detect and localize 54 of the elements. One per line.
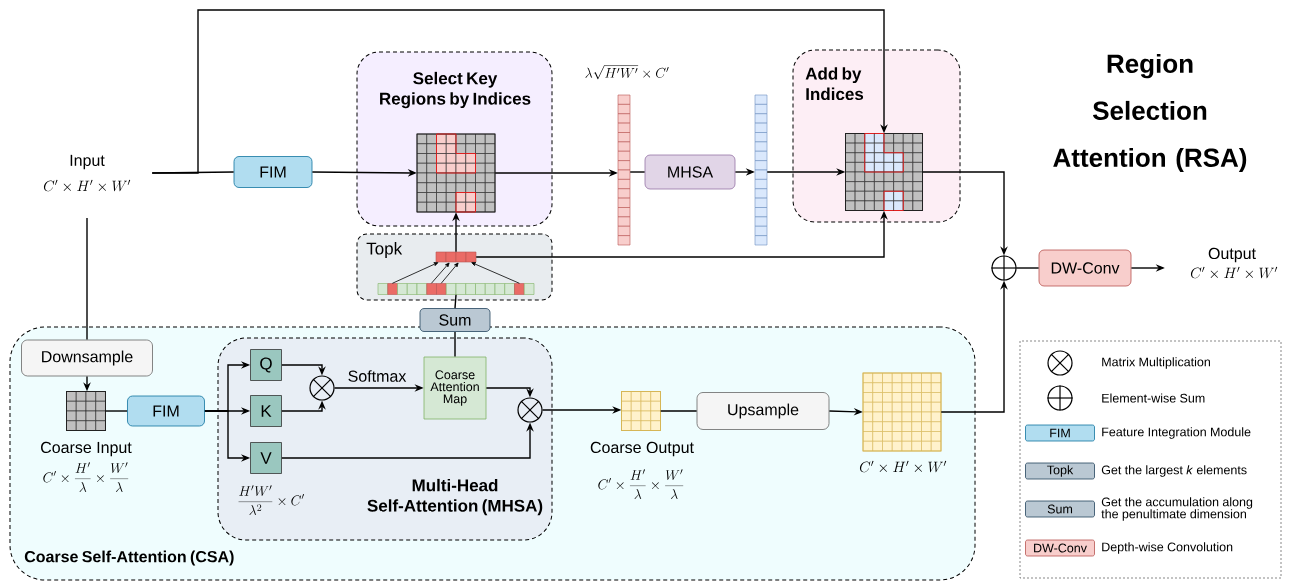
score-vector-drawing xyxy=(377,283,535,295)
arrow xyxy=(431,262,450,284)
legend-text: Element-wise Sum xyxy=(1102,393,1205,403)
legend-text: Get the largest k elements xyxy=(1101,465,1247,477)
feature-map-drawing xyxy=(621,391,661,431)
dimension-formula: $\lambda\sqrt{H'W'} \times C'$ xyxy=(585,65,669,80)
module-box: DW-Conv xyxy=(1038,249,1132,287)
feature-map-drawing xyxy=(862,372,942,452)
module-box: FIM xyxy=(127,395,205,427)
module-box: Downsample xyxy=(21,339,153,377)
arrow xyxy=(471,262,520,284)
feature-map-drawing xyxy=(66,391,106,431)
legend-text: Get the accumulation along the penultimate dimension xyxy=(1101,497,1253,521)
feature-map-drawing xyxy=(416,133,496,213)
dimension-formula: $C' \times \frac{H'}{\lambda} \times \frac{W'}{\lambda}$ xyxy=(43,462,129,492)
connector-line xyxy=(105,410,128,412)
module-box: FIM xyxy=(233,156,313,188)
output-label: Output xyxy=(1208,247,1256,263)
arrow xyxy=(440,262,459,284)
sum-symbol xyxy=(990,254,1018,282)
title: Region Selection Attention (RSA) xyxy=(1053,53,1247,173)
legend-text: Matrix Multiplication xyxy=(1102,357,1210,369)
connector-line xyxy=(660,410,698,412)
dimension-formula: $C' \times \frac{H'}{\lambda} \times \frac{W'}{\lambda}$ xyxy=(598,469,684,499)
multiply-symbol xyxy=(309,375,335,401)
module-box: MHSA xyxy=(644,154,736,190)
score-vector-drawing xyxy=(435,251,477,263)
dimension-formula: $C' \times H' \times W'$ xyxy=(859,460,947,473)
edge-label: Softmax xyxy=(346,369,408,383)
connector-line xyxy=(629,171,646,173)
node-label: Coarse Output xyxy=(590,441,694,457)
dimension-formula: $C' \times H' \times W'$ xyxy=(43,179,131,192)
projection-box: Q xyxy=(250,349,282,381)
feature-map-drawing xyxy=(845,133,923,211)
node-label: Coarse Input xyxy=(41,441,132,457)
arrow xyxy=(151,9,888,174)
legend-text: Depth-wise Convolution xyxy=(1102,542,1233,554)
connector-line xyxy=(454,294,457,309)
dimension-formula: $C' \times H' \times W'$ xyxy=(1190,266,1278,279)
token-vector-drawing xyxy=(617,94,631,246)
module-box: Upsample xyxy=(696,392,830,430)
module-box: Sum xyxy=(419,308,491,332)
token-vector-drawing xyxy=(754,94,768,246)
connector-line xyxy=(1015,267,1040,269)
multiply-symbol xyxy=(517,397,543,423)
arrow xyxy=(392,262,439,284)
attention-map-box: Coarse Attention Map xyxy=(423,356,487,420)
connector-line xyxy=(454,331,456,358)
dimension-formula: $\frac{H'W'}{\lambda^2} \times C'$ xyxy=(238,485,305,515)
projection-box: V xyxy=(250,442,282,474)
connector-line xyxy=(86,217,88,341)
legend-text: Feature Integration Module xyxy=(1102,427,1251,439)
input-label: Input xyxy=(70,154,105,170)
projection-box: K xyxy=(250,395,282,427)
